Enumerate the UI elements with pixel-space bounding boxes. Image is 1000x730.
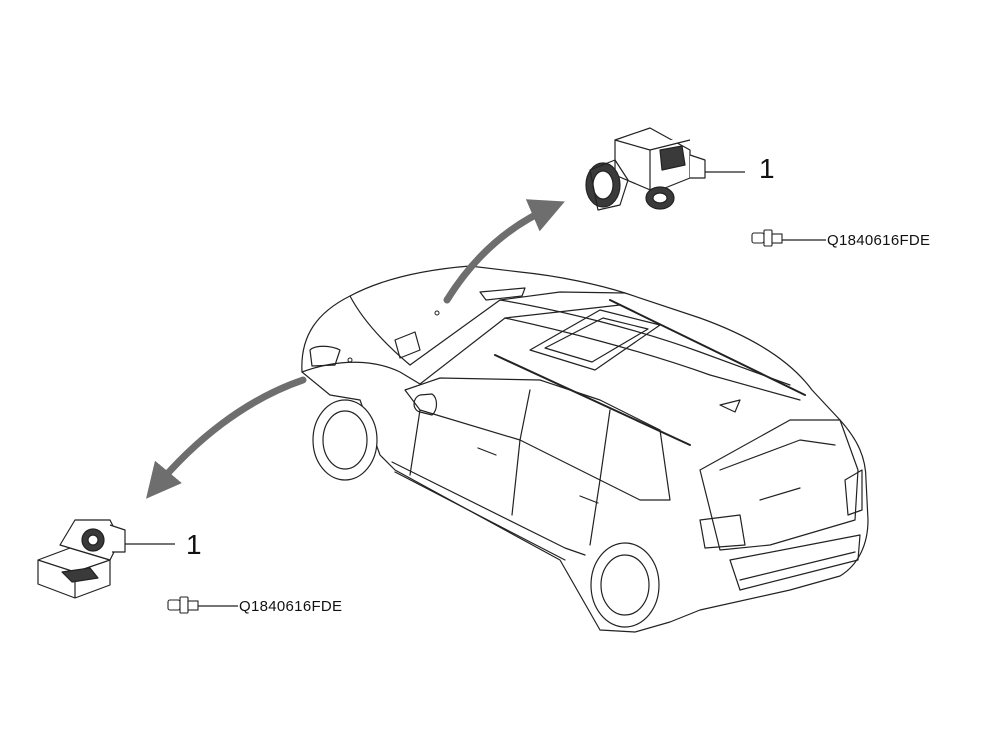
front-wheel [312, 399, 378, 481]
lower-sensor-part [37, 519, 126, 599]
rear-wheel [590, 542, 660, 628]
vehicle-illustration [301, 265, 869, 633]
upper-sensor-location [434, 310, 440, 316]
upper-sensor-part [585, 127, 706, 211]
upper-sensor-callout-number: 1 [759, 153, 775, 184]
lower-sensor-location [347, 357, 353, 363]
lower-bolt-part-code: Q1840616FDE [239, 598, 343, 615]
upper-bolt-icon [751, 229, 783, 247]
lower-sensor-callout-number: 1 [186, 529, 202, 560]
lower-bolt-icon [167, 596, 199, 614]
upper-location-arrow [443, 199, 565, 304]
upper-bolt-part-code: Q1840616FDE [827, 232, 931, 249]
lower-location-arrow [146, 376, 307, 499]
